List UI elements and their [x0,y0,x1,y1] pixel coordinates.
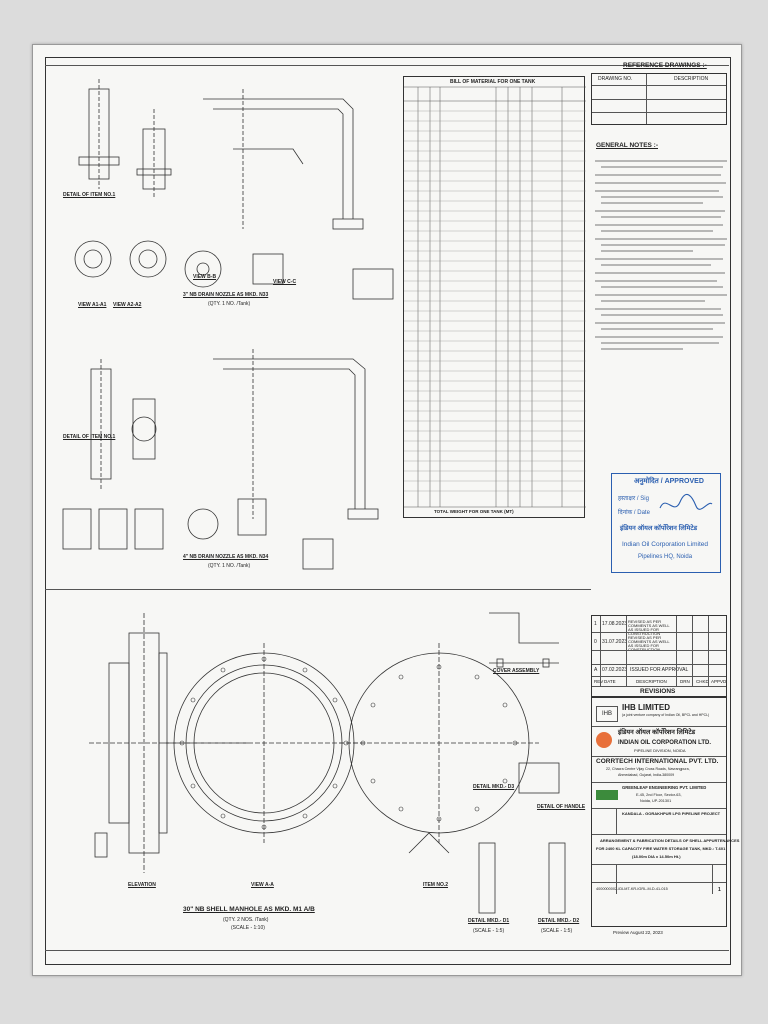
stamp-sign-label: हस्ताक्षर / Sig [618,496,649,502]
contractor-address: Ahmedabad, Gujarat, India-380009 [618,773,675,777]
rev-header-chkd: CHKD [696,679,709,684]
drawing-rev: 1 [718,887,721,893]
view-label: VIEW C-C [273,279,297,285]
drawing-border [45,57,731,965]
bom-title: BILL OF MATERIAL FOR ONE TANK [450,79,536,85]
rev-date: 31.07.2023 [602,639,628,645]
rev-header-appvd: APPVD [711,679,727,684]
client-name-hi: इंडियन ऑयल कॉर्पोरेशन लिमिटेड [618,729,696,736]
rev-header-description: DESCRIPTION [636,679,667,684]
stamp-heading: अनुमोदित / APPROVED [634,478,704,485]
stamp-company-en: Indian Oil Corporation Limited [622,541,708,548]
bottom-grid-line [45,950,729,951]
section-divider [45,589,591,590]
contractor-name: CORRTECH INTERNATIONAL PVT. LTD. [596,758,719,765]
ihb-name: IHB LIMITED [622,703,670,712]
qty-label: (QTY. 1 NO. /Tank) [208,301,251,307]
ref-header-description: DESCRIPTION [674,76,709,82]
rev-description: REVISED AS PER COMMENTS AS WELL AS ISSUE… [628,635,670,652]
approval-stamp: अनुमोदित / APPROVED हस्ताक्षर / Sig दिना… [611,473,721,573]
rev-number: 1 [594,621,597,627]
stamp-company-hi: इंडियन ऑयल कॉर्पोरेशन लिमिटेड [620,525,698,532]
rev-number: A [594,667,598,673]
consultant-address: Noida, UP-201301 [640,799,672,803]
view-label: DETAIL OF HANDLE [537,804,586,810]
revisions-table: 1 17.08.2023 REVISED AS PER COMMENTS AS … [591,615,727,697]
view-label: DETAIL MKD.- D3 [473,784,515,790]
title-block: IHB IHB LIMITED (a joint venture company… [591,697,739,927]
view-label: DETAIL MKD.- D1 [468,918,510,924]
view-label: DETAIL OF ITEM NO.1 [63,434,116,440]
rev-header-rev: REV [594,679,604,684]
bom-total-label: TOTAL WEIGHT FOR ONE TANK (MT) [434,509,514,514]
consultant-address: E-45, 2nd Floor, Sector-63, [636,793,682,797]
rev-date: 17.08.2023 [602,621,628,627]
ref-header-drawing-no: DRAWING NO. [598,76,633,82]
consultant-name: GREENLEAF ENGINEERING PVT. LIMITED [622,785,707,790]
drawing-title: (18.00m DIA x 14.50m Ht.) [632,854,681,859]
stamp-date-label: दिनांक / Date [618,510,650,516]
scale-label: (SCALE - 1:10) [231,925,265,931]
view-label: VIEW A2-A2 [113,302,142,308]
footer-date: Preview August 22, 2023 [613,930,663,935]
stamp-unit: Pipelines HQ, Noida [638,554,693,560]
view-label: VIEW A1-A1 [78,302,107,308]
client-division: PIPELINE DIVISION, NOIDA [634,748,686,753]
rev-header-date: DATE [604,679,616,684]
ihb-sub: (a joint venture company of Indian Oil, … [622,713,710,717]
drawing-sheet: DETAIL OF ITEM NO.1 VIEW A1-A1 VIEW A2-A… [32,44,742,976]
bom-table: BILL OF MATERIAL FOR ONE TANK [403,76,586,518]
view-label: DETAIL MKD.- D2 [538,918,580,924]
nozzle-title: 4" NB DRAIN NOZZLE AS MKD. N34 [183,554,269,560]
greenleaf-logo [596,790,618,800]
rev-description: REVISED AS PER COMMENTS AS WELL AS ISSUE… [628,619,670,636]
reference-table: DRAWING NO. DESCRIPTION [591,73,727,125]
rev-number: 0 [594,639,597,645]
view-label: ELEVATION [128,882,156,888]
nozzle-drawings [62,79,394,570]
rev-header-drn: DRN [680,679,690,684]
revisions-title: REVISIONS [640,688,676,695]
contractor-address: 22, Chacra Centre Vijay Cross Roads, Nav… [606,767,690,771]
bom-grid [404,86,586,508]
reference-title: REFERENCE DRAWINGS :- [623,62,707,69]
manhole-title: 30" NB SHELL MANHOLE AS MKD. M1 A/B [183,906,315,913]
view-label: VIEW B-B [193,274,217,280]
client-name-en: INDIAN OIL CORPORATION LTD. [618,740,711,746]
notes-title: GENERAL NOTES :- [596,142,658,149]
top-grid-line [45,65,729,66]
drawing-title: ARRANGEMENT & FABRICATION DETAILS OF SHE… [600,838,740,843]
scale-label: (SCALE - 1:5) [541,928,573,934]
qty-label: (QTY. 2 NOS. /Tank) [223,917,269,923]
rev-date: 07.02.2023 [602,667,628,673]
nozzle-title: 3" NB DRAIN NOZZLE AS MKD. N33 [183,292,269,298]
drawing-title: FOR 2400 KL CAPACITY FIRE WATER STORAGE … [596,846,726,851]
drawing-number: 4000000002-IDLMT-KR-IGRL-M-D-41-015 [596,887,668,891]
scale-label: (SCALE - 1:5) [473,928,505,934]
view-label: DETAIL OF ITEM NO.1 [63,192,116,198]
ihb-logo: IHB [596,706,618,722]
view-label: VIEW A-A [251,882,274,888]
notes-body [595,160,727,350]
handwritten-signature [659,493,713,510]
rev-description: ISSUED FOR APPROVAL [630,667,689,673]
qty-label: (QTY. 1 NO. /Tank) [208,563,251,569]
project-title: KANDALA - GORAKHPUR LPG PIPELINE PROJECT [622,811,721,816]
view-label: COVER ASSEMBLY [493,668,540,674]
manhole-drawings [89,612,566,914]
view-label: ITEM NO.2 [423,882,449,888]
indianoil-logo [596,732,612,748]
